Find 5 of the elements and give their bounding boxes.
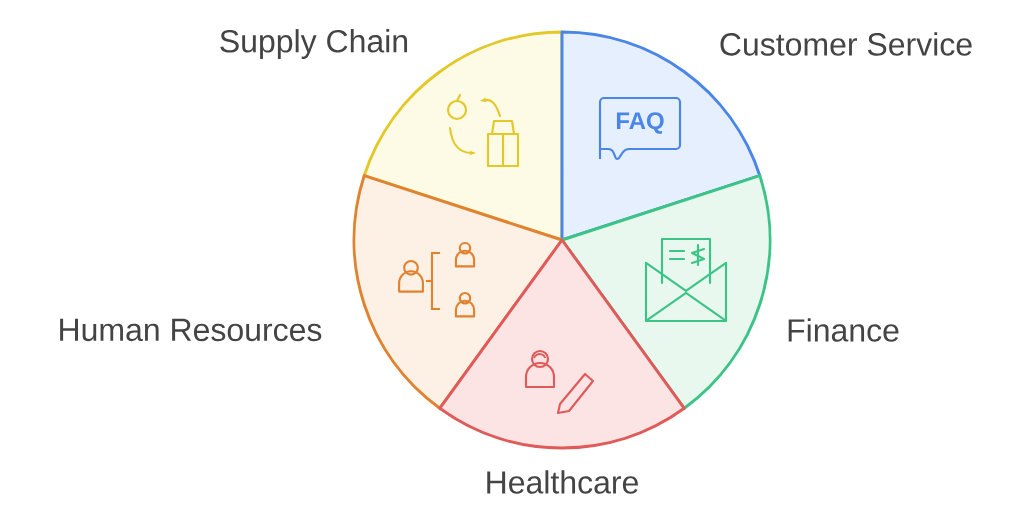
node-label: Finance bbox=[788, 318, 899, 342]
node-label: Human Resources bbox=[60, 318, 322, 342]
node-label: Healthcare bbox=[487, 470, 638, 494]
node-label: Customer Service bbox=[720, 32, 972, 56]
icon-label: FAQ bbox=[616, 112, 664, 134]
